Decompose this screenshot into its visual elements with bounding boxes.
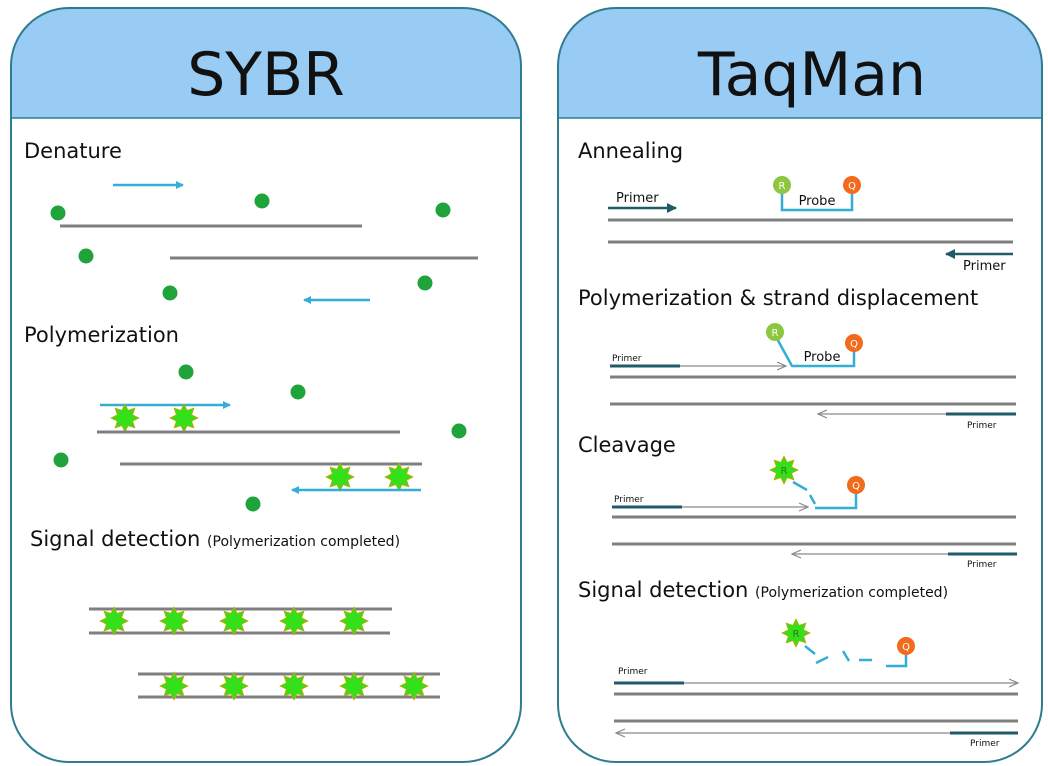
probe-label: Probe	[804, 350, 841, 365]
quencher-dot	[897, 637, 915, 655]
taqman-step-cleavage: Cleavage	[578, 433, 676, 457]
reporter-label: R	[772, 328, 779, 339]
sybr-panel-border	[10, 7, 522, 763]
sybr-dye-dot	[451, 423, 467, 439]
primer-label: Primer	[614, 495, 644, 505]
quencher-dot	[843, 176, 861, 194]
fluorescence-burst	[279, 606, 309, 636]
quencher-dot	[845, 334, 863, 352]
taqman-panel-border	[557, 7, 1043, 763]
sybr-dye-dot	[245, 496, 261, 512]
fluorescence-burst	[110, 403, 140, 433]
reporter-label: R	[781, 466, 788, 477]
fluorescence-burst	[159, 671, 189, 701]
primer-label: Primer	[618, 667, 648, 677]
probe-fragment	[804, 645, 816, 655]
probe-line	[815, 493, 858, 510]
sybr-dye-dot	[435, 202, 451, 218]
reporter-label: R	[793, 629, 800, 640]
sybr-dye-dot	[417, 275, 433, 291]
primer-label: Primer	[967, 421, 997, 431]
sybr-panel: SYBR Denature Polymerization Signal dete…	[10, 7, 522, 763]
fluorescence-burst	[99, 606, 129, 636]
fluorescence-burst	[279, 671, 309, 701]
probe-line	[886, 655, 908, 668]
primer-label: Primer	[970, 739, 1000, 749]
reporter-label: R	[779, 181, 786, 192]
quencher-dot	[847, 476, 865, 494]
sybr-dye-dot	[290, 384, 306, 400]
probe-fragment	[808, 494, 817, 505]
sybr-step-signal: Signal detection (Polymerization complet…	[30, 527, 400, 551]
probe-line	[780, 187, 854, 212]
reporter-dot	[773, 176, 791, 194]
reporter-dot	[766, 323, 784, 341]
probe-line	[773, 334, 856, 368]
probe-fragment	[792, 480, 808, 492]
primer-label: Primer	[616, 191, 659, 206]
taqman-step-annealing: Annealing	[578, 139, 683, 163]
taqman-panel: TaqMan Annealing Primer Probe R Q Primer…	[557, 7, 1043, 763]
probe-fragment	[841, 650, 851, 662]
sybr-dye-dot	[254, 193, 270, 209]
taqman-title: TaqMan	[697, 40, 926, 110]
fluorescence-burst	[339, 606, 369, 636]
taqman-header	[558, 8, 1042, 118]
primer-label: Primer	[967, 560, 997, 570]
quencher-label: Q	[852, 481, 860, 492]
probe-fragment	[815, 655, 829, 665]
sybr-step-polymerization: Polymerization	[24, 323, 179, 347]
fluorescence-burst	[219, 606, 249, 636]
quencher-label: Q	[848, 181, 856, 192]
fluorescence-burst	[219, 671, 249, 701]
sybr-title: SYBR	[187, 40, 345, 110]
taqman-step-polymerization: Polymerization & strand displacement	[578, 286, 978, 310]
quencher-label: Q	[902, 642, 910, 653]
fluorescence-burst	[169, 403, 199, 433]
primer-label: Primer	[612, 354, 642, 364]
sybr-dye-dot	[78, 248, 94, 264]
taqman-step-signal: Signal detection (Polymerization complet…	[578, 578, 948, 602]
sybr-dye-dot	[53, 452, 69, 468]
sybr-dye-dot	[162, 285, 178, 301]
sybr-header	[11, 8, 521, 118]
quencher-label: Q	[850, 339, 858, 350]
probe-label: Probe	[799, 194, 836, 209]
primer-label: Primer	[963, 259, 1006, 274]
sybr-step-denature: Denature	[24, 139, 122, 163]
fluorescence-burst	[339, 671, 369, 701]
fluorescence-burst	[399, 671, 429, 701]
fluorescence-burst	[384, 462, 414, 492]
fluorescence-burst	[159, 606, 189, 636]
sybr-dye-dot	[50, 205, 66, 221]
sybr-dye-dot	[178, 364, 194, 380]
fluorescence-burst	[325, 462, 355, 492]
